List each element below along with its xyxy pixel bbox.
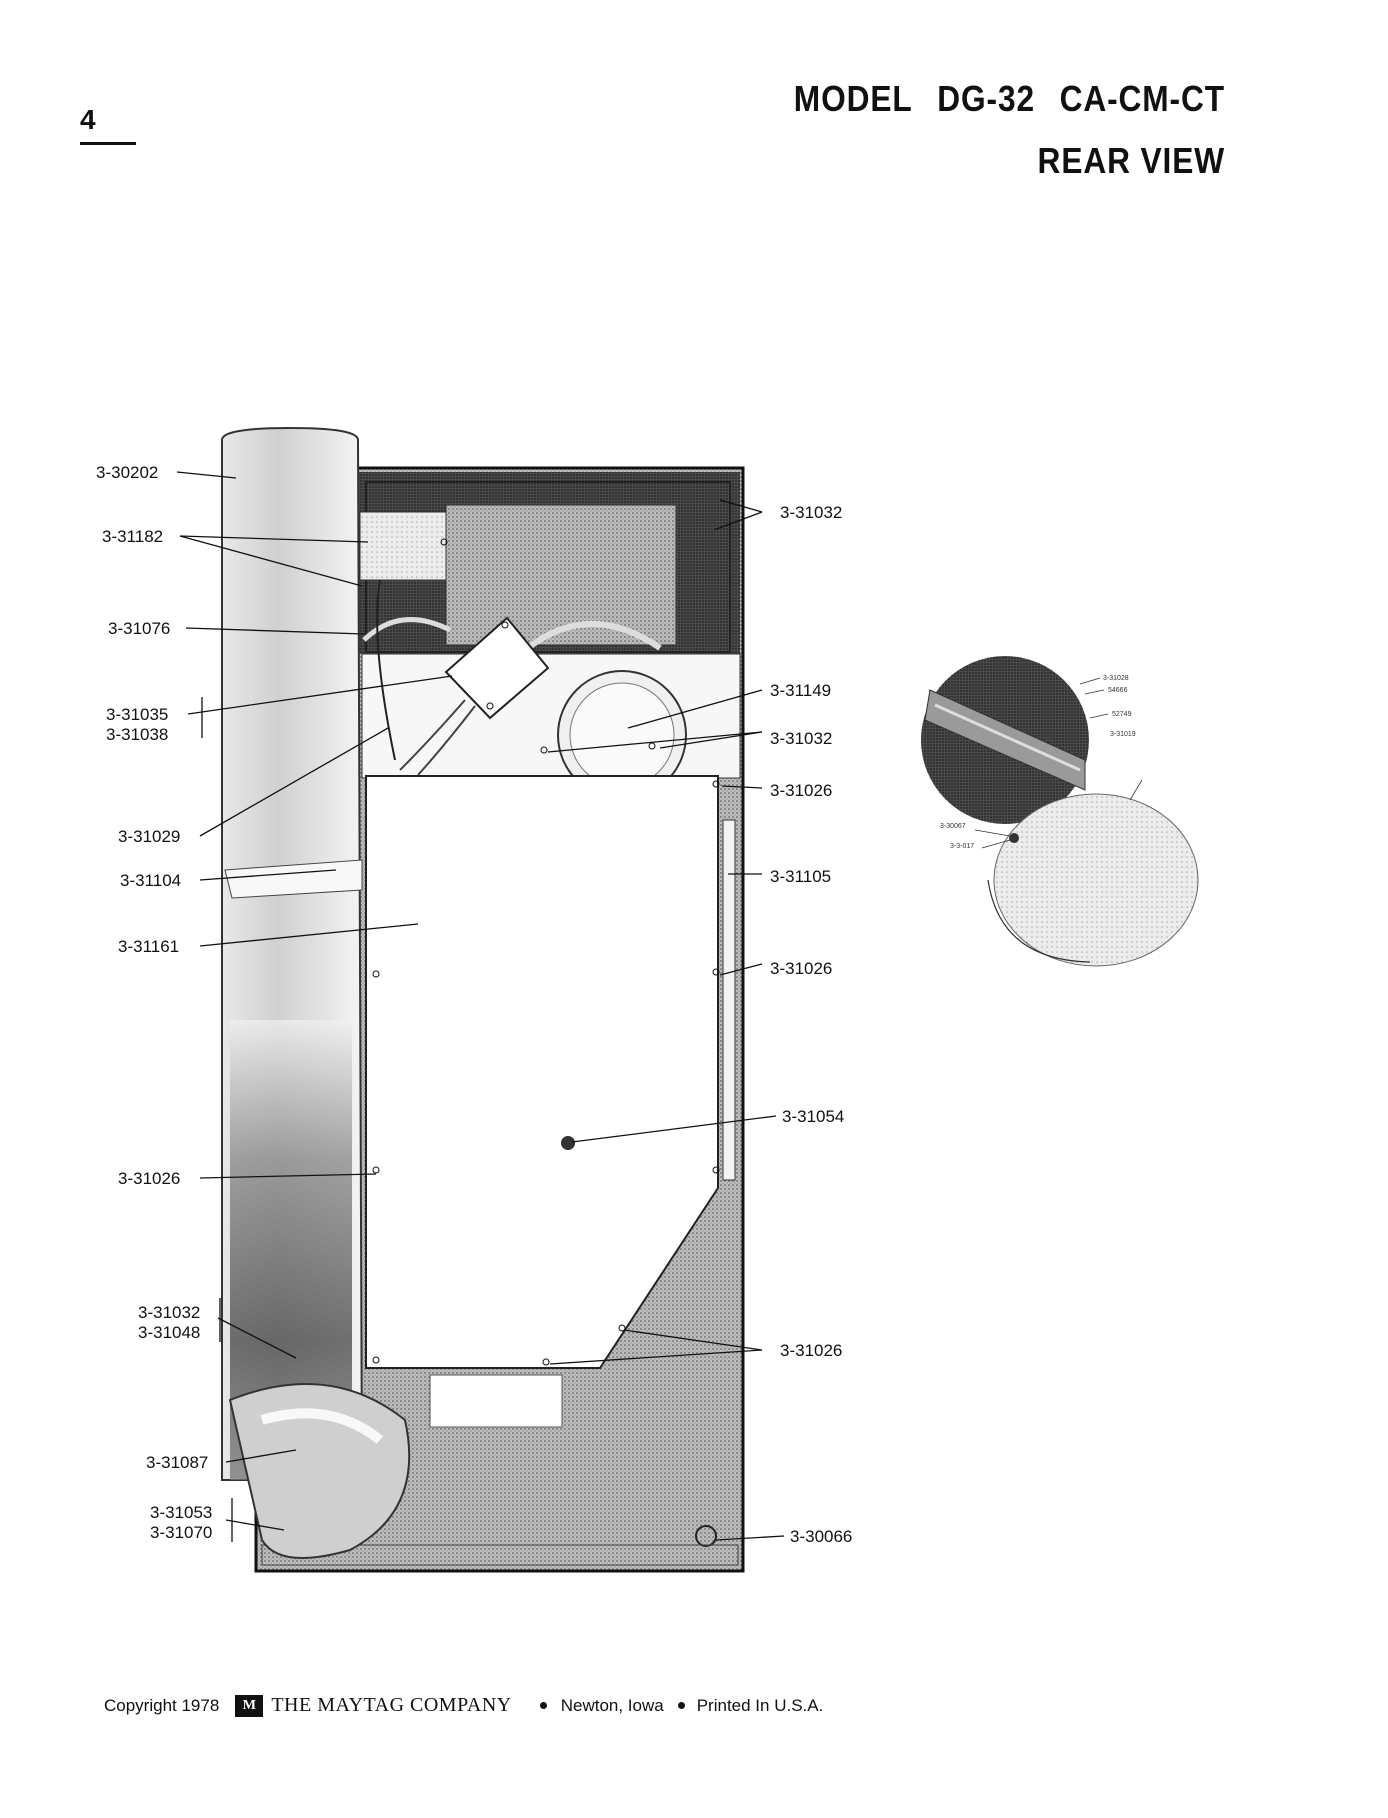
callout-3-31053: 3-31053 xyxy=(150,1503,212,1522)
leader-lines xyxy=(176,471,785,1542)
callout-3-31104: 3-31104 xyxy=(120,871,181,890)
bullet-icon xyxy=(677,1702,685,1709)
printed-text: Printed In U.S.A. xyxy=(696,1695,824,1715)
city-text: Newton, Iowa xyxy=(560,1695,664,1715)
callout-3-31105: 3-31105 xyxy=(770,867,831,886)
maytag-logo-icon: M xyxy=(235,1694,264,1717)
view-title: REAR VIEW xyxy=(1037,140,1225,181)
inset-label-3: 52749 xyxy=(1112,711,1132,718)
callout-3-31161: 3-31161 xyxy=(118,937,179,956)
callout-3-31087: 3-31087 xyxy=(146,1453,208,1472)
right-callouts: 3-31032 3-31149 3-31032 3-31026 3-31105 … xyxy=(770,503,852,1546)
callout-3-31032-ring: 3-31032 xyxy=(770,729,832,748)
copyright-text: Copyright 1978 xyxy=(104,1695,220,1715)
callout-3-31076: 3-31076 xyxy=(108,619,170,638)
title-model-number: DG-32 xyxy=(937,78,1035,119)
inset-detail: 3-31028 54666 52749 3-31019 3-30067 3-3-… xyxy=(921,656,1199,967)
inset-label-4: 3-31019 xyxy=(1110,731,1136,738)
callout-3-31182: 3-31182 xyxy=(102,527,163,546)
callout-3-31054: 3-31054 xyxy=(782,1107,844,1126)
title-model-word: MODEL xyxy=(793,78,913,119)
callout-3-31029: 3-31029 xyxy=(118,827,180,846)
left-callouts: 3-30202 3-31182 3-31076 3-31035 3-31038 … xyxy=(96,463,212,1542)
callout-3-31032-top: 3-31032 xyxy=(780,503,842,522)
callout-3-31026-bottom: 3-31026 xyxy=(780,1341,842,1360)
callout-3-31026-mid: 3-31026 xyxy=(770,959,832,978)
bullet-icon xyxy=(539,1702,547,1709)
model-title: MODEL DG-32 CA-CM-CT xyxy=(794,78,1225,120)
exhaust-duct xyxy=(221,426,411,1559)
footer: Copyright 1978 M THE MAYTAG COMPANY Newt… xyxy=(104,1694,823,1717)
inset-label-2: 54666 xyxy=(1108,687,1128,694)
callout-3-30202: 3-30202 xyxy=(96,463,158,482)
callout-3-31035: 3-31035 xyxy=(106,705,168,724)
callout-3-31070: 3-31070 xyxy=(150,1523,212,1542)
title-model-variants: CA-CM-CT xyxy=(1059,78,1225,119)
callout-3-31026-top: 3-31026 xyxy=(770,781,832,800)
callout-3-30066: 3-30066 xyxy=(790,1527,852,1546)
callout-3-31038: 3-31038 xyxy=(106,725,168,744)
callout-3-31026-left: 3-31026 xyxy=(118,1169,180,1188)
inset-label-1: 3-31028 xyxy=(1103,675,1129,682)
inset-label-6: 3-3-017 xyxy=(950,843,974,850)
callout-3-31048: 3-31048 xyxy=(138,1323,200,1342)
company-name: THE MAYTAG COMPANY xyxy=(271,1694,512,1716)
callout-3-31032-left: 3-31032 xyxy=(138,1303,200,1322)
page-number: 4 xyxy=(80,104,96,135)
inset-label-5: 3-30067 xyxy=(940,823,966,830)
callout-3-31149: 3-31149 xyxy=(770,681,831,700)
page-number-underline xyxy=(80,142,136,145)
